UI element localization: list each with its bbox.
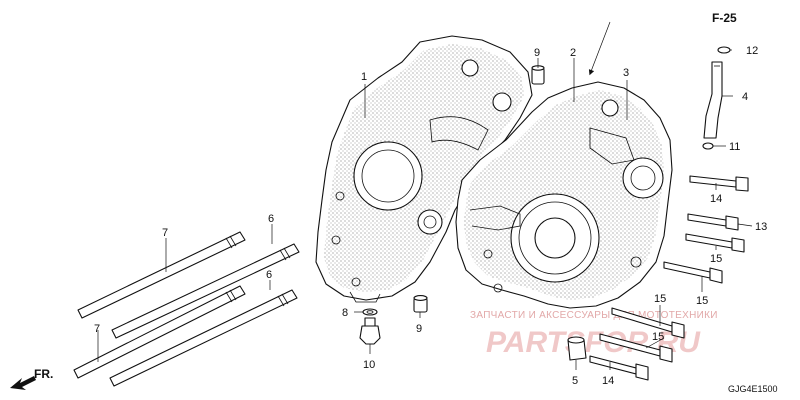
front-direction-arrow: FR. — [10, 367, 53, 390]
stud-bolt-7-lower — [73, 285, 246, 379]
stud-bolt-6-upper — [111, 243, 300, 339]
flange-bolt-14-lower — [589, 355, 649, 381]
dowel-pin-upper — [531, 65, 545, 85]
watermark-tagline: ЗАПЧАСТИ И АКСЕССУАРЫ ДЛЯ МОТОТЕХНИКИ — [470, 310, 718, 321]
pipe-fitting — [567, 336, 587, 361]
callout-12: 12 — [746, 45, 758, 57]
tube-clip-upper — [717, 46, 731, 54]
tube-clip-lower — [702, 142, 714, 150]
callout-8: 8 — [342, 307, 348, 319]
flange-bolt-13 — [687, 213, 739, 231]
callout-9-lower: 9 — [416, 323, 422, 335]
right-crankcase-half — [455, 81, 673, 309]
callout-4: 4 — [742, 91, 748, 103]
callout-15-b: 15 — [696, 295, 708, 307]
flange-bolt-14-upper — [689, 175, 749, 192]
callout-13: 13 — [755, 221, 767, 233]
callout-15-c: 15 — [654, 293, 666, 305]
stud-bolt-6-lower — [109, 289, 298, 387]
callout-14-upper: 14 — [710, 193, 722, 205]
callout-14-lower: 14 — [602, 375, 614, 387]
drain-bolt — [359, 317, 381, 345]
front-direction-label: FR. — [34, 367, 53, 381]
callout-3: 3 — [623, 67, 629, 79]
callout-11: 11 — [729, 141, 740, 153]
flange-bolt-15-a — [685, 233, 745, 253]
leader-lines — [97, 21, 753, 370]
breather-tube — [703, 61, 723, 139]
callout-15-d: 15 — [652, 331, 664, 343]
section-code: F-25 — [712, 11, 737, 25]
callout-7-lower: 7 — [94, 323, 100, 335]
callout-6-upper: 6 — [268, 213, 274, 225]
sealing-washer — [362, 308, 378, 316]
callout-1: 1 — [361, 71, 367, 83]
callout-7-upper: 7 — [162, 227, 168, 239]
flange-bolt-15-c — [611, 307, 685, 339]
callout-9-upper: 9 — [534, 47, 540, 59]
flange-bolt-15-d — [599, 333, 673, 363]
callout-2: 2 — [570, 47, 576, 59]
flange-bolt-15-b — [663, 261, 723, 284]
callouts: 1 2 3 4 5 6 6 7 7 8 9 9 10 11 12 13 14 1… — [94, 45, 767, 387]
callout-10: 10 — [363, 359, 375, 371]
callout-6-lower: 6 — [266, 269, 272, 281]
dowel-pin-lower — [413, 295, 428, 313]
callout-15-a: 15 — [710, 253, 722, 265]
figure-id: GJG4E1500 — [728, 384, 778, 394]
stud-bolt-7-upper — [77, 231, 246, 319]
callout-5: 5 — [572, 375, 578, 387]
